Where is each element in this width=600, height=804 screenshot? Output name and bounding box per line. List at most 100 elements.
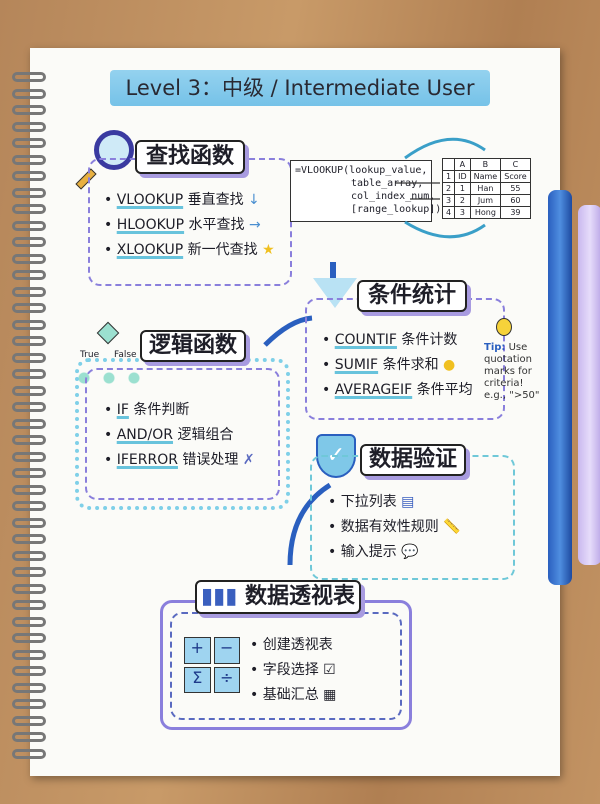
spiral-ring — [12, 534, 46, 544]
function-desc: 水平查找 — [188, 217, 245, 233]
spiral-ring — [12, 550, 46, 561]
item-label: 输入提示 — [340, 544, 397, 560]
function-desc: 条件判断 — [133, 402, 190, 418]
spiral-ring — [12, 72, 46, 82]
lookup-list: • VLOOKUP 垂直查找 ↓ • HLOOKUP 水平查找 → • XLOO… — [104, 188, 275, 263]
tip-label: Tip: — [484, 342, 506, 353]
spiral-ring — [12, 286, 46, 297]
spiral-ring — [12, 253, 46, 264]
item-label: 基础汇总 — [262, 687, 319, 703]
spiral-ring — [12, 138, 46, 148]
spiral-ring — [12, 616, 46, 627]
function-desc: 条件平均 — [416, 382, 473, 398]
dropdown-list-icon: ▤ — [401, 494, 415, 510]
calculator-icon: ▦ — [323, 687, 337, 703]
pivot-list: • 创建透视表 • 字段选择 ☑ • 基础汇总 ▦ — [250, 633, 336, 708]
lightbulb-icon — [496, 318, 512, 336]
function-name: IF — [116, 402, 129, 418]
spiral-ring — [12, 468, 46, 478]
validation-title: 数据验证 — [360, 444, 466, 476]
function-desc: 新一代查找 — [187, 242, 258, 258]
bar-chart-icon: ▮▮▮ — [200, 584, 238, 609]
formula-line: col_index_num, — [351, 191, 436, 202]
tip-note: Tip: Use quotation marks for criteria! e… — [484, 342, 544, 402]
function-name: AND/OR — [116, 427, 174, 443]
pivot-title: ▮▮▮ 数据透视表 — [195, 580, 361, 614]
spiral-ring — [12, 204, 46, 214]
list-item: • AND/OR 逻辑组合 — [104, 427, 234, 443]
function-name: AVERAGEIF — [334, 382, 413, 398]
spiral-ring — [12, 352, 46, 363]
pivot-title-text: 数据透视表 — [244, 584, 355, 609]
spiral-ring — [12, 435, 46, 445]
logic-card-inner — [85, 368, 280, 500]
spiral-ring — [12, 517, 46, 528]
spiral-ring — [12, 567, 46, 577]
spiral-ring — [12, 303, 46, 313]
arrow-right-icon: → — [249, 217, 261, 233]
list-item: • XLOOKUP 新一代查找 ★ — [104, 242, 275, 258]
spiral-ring — [12, 154, 46, 165]
list-item: • 创建透视表 — [250, 637, 333, 653]
list-item: • IF 条件判断 — [104, 402, 190, 418]
cell: Hong — [469, 206, 502, 219]
spiral-ring — [12, 699, 46, 709]
function-name: SUMIF — [334, 357, 379, 373]
logic-title: 逻辑函数 — [140, 330, 246, 362]
spiral-ring — [12, 121, 46, 132]
spiral-ring — [12, 187, 46, 198]
spiral-ring — [12, 270, 46, 280]
function-name: IFERROR — [116, 452, 178, 468]
speech-bubble-icon: 💬 — [401, 544, 419, 560]
list-item: • 下拉列表 ▤ — [328, 494, 415, 510]
formula-line: [range_lookup]) — [351, 204, 442, 215]
validation-list: • 下拉列表 ▤ • 数据有效性规则 📏 • 输入提示 💬 — [328, 490, 461, 565]
stats-title: 条件统计 — [357, 280, 467, 312]
function-desc: 条件计数 — [401, 332, 458, 348]
item-label: 数据有效性规则 — [340, 519, 439, 535]
spiral-ring — [12, 220, 46, 231]
cell: 39 — [500, 206, 531, 219]
item-label: 创建透视表 — [262, 637, 333, 653]
list-item: • 数据有效性规则 📏 — [328, 519, 461, 535]
list-item: • 基础汇总 ▦ — [250, 687, 337, 703]
blue-pen — [548, 190, 572, 585]
function-desc: 逻辑组合 — [177, 427, 234, 443]
spiral-ring — [12, 682, 46, 693]
spiral-ring — [12, 319, 46, 330]
funnel-icon — [313, 278, 357, 308]
magnifier-icon — [94, 130, 134, 170]
list-item: • VLOOKUP 垂直查找 ↓ — [104, 192, 260, 208]
error-x-icon: ✗ — [242, 452, 255, 468]
spiral-ring — [12, 583, 46, 594]
function-name: VLOOKUP — [116, 192, 184, 208]
spiral-ring — [12, 484, 46, 495]
function-name: COUNTIF — [334, 332, 397, 348]
spiral-ring — [12, 732, 46, 742]
spiral-ring — [12, 385, 46, 396]
stats-list: • COUNTIF 条件计数 • SUMIF 条件求和 ● • AVERAGEI… — [322, 328, 473, 403]
spiral-ring — [12, 336, 46, 346]
function-name: HLOOKUP — [116, 217, 185, 233]
spiral-ring — [12, 666, 46, 676]
calculator-symbols-icon: +−Σ÷ — [184, 637, 240, 693]
spiral-ring — [12, 715, 46, 726]
list-item: • COUNTIF 条件计数 — [322, 332, 458, 348]
spiral-ring — [12, 600, 46, 610]
page-title: Level 3：中级 / Intermediate User — [110, 70, 490, 106]
true-label: True — [80, 350, 100, 360]
item-label: 字段选择 — [262, 662, 319, 678]
formula-line: table_array, — [351, 178, 424, 189]
formula-line: =VLOOKUP(lookup_value, — [295, 165, 428, 176]
function-desc: 垂直查找 — [187, 192, 244, 208]
item-label: 下拉列表 — [340, 494, 397, 510]
list-item: • 输入提示 💬 — [328, 544, 419, 560]
function-name: XLOOKUP — [116, 242, 184, 258]
false-label: False — [114, 350, 137, 360]
list-item: • HLOOKUP 水平查找 → — [104, 217, 261, 233]
spiral-ring — [12, 501, 46, 511]
star-icon: ★ — [262, 242, 275, 258]
